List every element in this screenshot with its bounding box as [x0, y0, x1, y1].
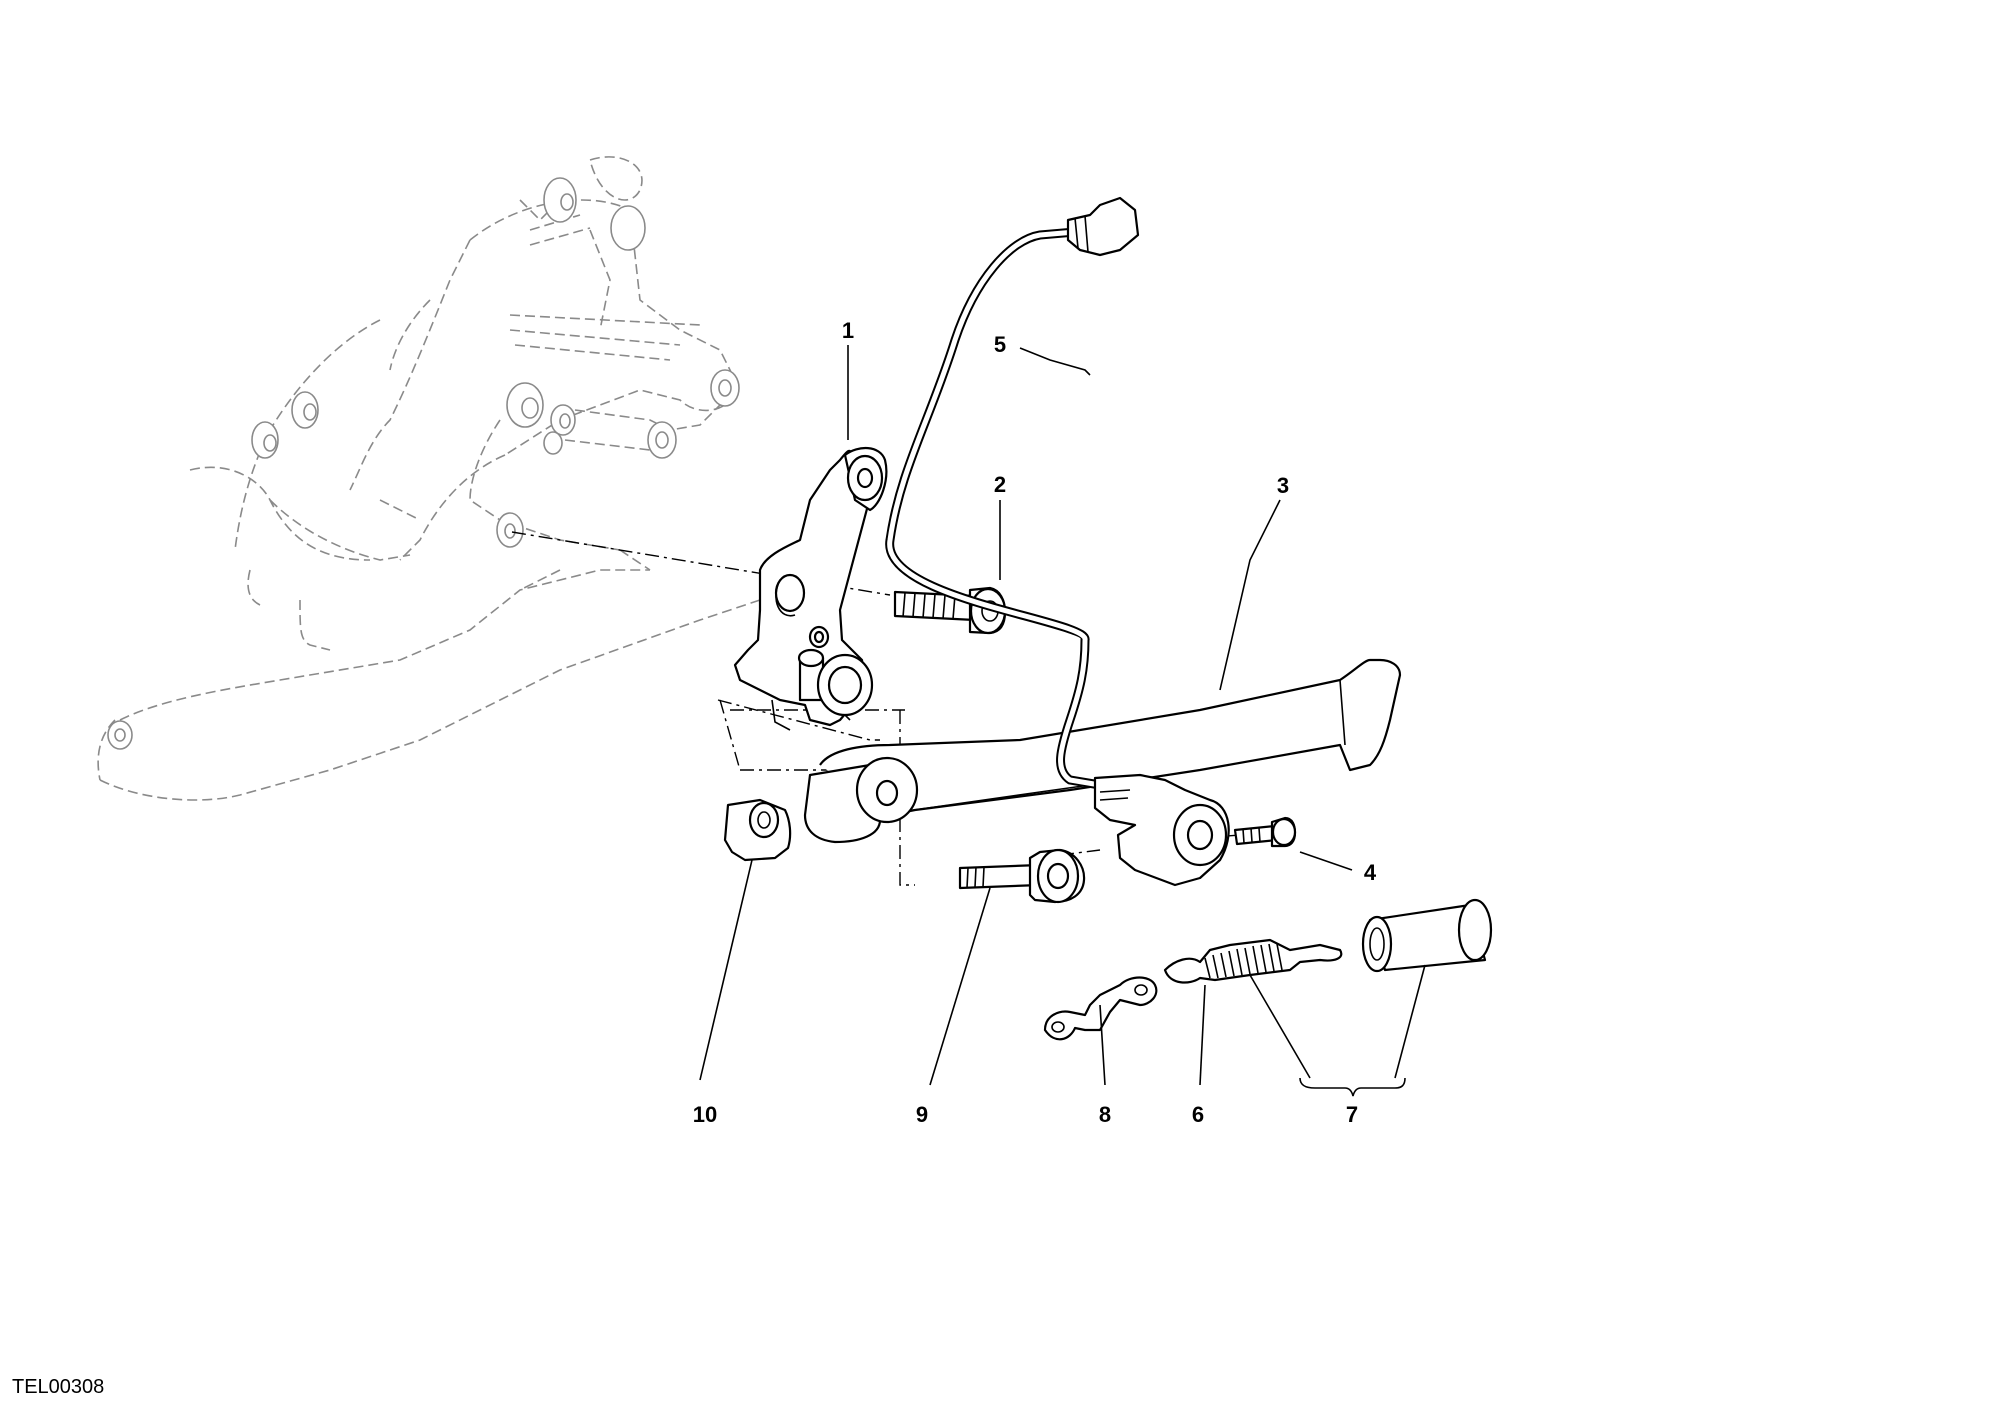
- engine-casing-outline: [97, 156, 801, 801]
- callout-10: 10: [693, 1102, 717, 1127]
- sidestand-sensor-switch: [1093, 773, 1297, 887]
- callout-numbers: 1 2 3 4 5 6 7 8 9 10: [693, 318, 1377, 1127]
- part-1-stand-bracket: [733, 447, 888, 731]
- callout-7: 7: [1346, 1102, 1358, 1127]
- part-3-side-stand: [803, 658, 1402, 844]
- callout-4: 4: [1364, 860, 1377, 885]
- callout-3: 3: [1277, 473, 1289, 498]
- leader-lines: [699, 345, 1426, 1097]
- callout-5: 5: [994, 332, 1006, 357]
- drawing-code: TEL00308: [12, 1376, 105, 1398]
- callout-8: 8: [1099, 1102, 1111, 1127]
- part-10-bushing: [723, 798, 792, 862]
- engine-casing-bosses: [107, 177, 740, 750]
- part-6-spring: [1163, 938, 1343, 984]
- part-9-pivot-bolt: [958, 848, 1086, 904]
- callout-9: 9: [916, 1102, 928, 1127]
- part-5-sensor-cable: [885, 196, 1140, 790]
- callout-2: 2: [994, 472, 1006, 497]
- callout-6: 6: [1192, 1102, 1204, 1127]
- part-7-sleeve: [1361, 898, 1493, 973]
- callout-1: 1: [842, 318, 854, 343]
